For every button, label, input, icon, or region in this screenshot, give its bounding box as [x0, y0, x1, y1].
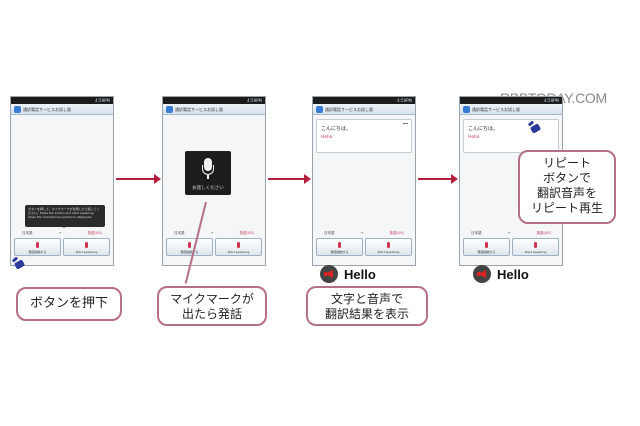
translated-text: Hello — [468, 135, 480, 140]
speak-en-button[interactable]: Start speaking — [215, 238, 262, 256]
speak-jp-button[interactable]: 発話開始する — [316, 238, 363, 256]
target-language[interactable]: 英語(US) — [536, 231, 551, 235]
callout-show-result: 文字と音声で 翻訳結果を表示 — [306, 286, 428, 326]
language-arrow: → — [58, 231, 62, 235]
audio-hello-label: Hello — [497, 267, 529, 282]
status-bar: 4:59PM — [163, 97, 265, 104]
app-title-bar: 通訳電話サービスお試し版 — [460, 104, 562, 115]
language-arrow: → — [360, 231, 364, 235]
app-icon — [316, 106, 323, 113]
language-row: 日本語 → 英語(US) — [166, 231, 262, 237]
app-icon — [463, 106, 470, 113]
mic-icon — [338, 242, 341, 248]
callout-press-button: ボタンを押下 — [16, 287, 122, 321]
speak-button-row: 発話開始する Start speaking — [316, 238, 412, 256]
speak-button-row: 発話開始する Start speaking — [463, 238, 559, 256]
source-language: 日本語 — [471, 231, 482, 235]
mic-icon — [534, 242, 537, 248]
speak-jp-button[interactable]: 発話開始する — [463, 238, 510, 256]
instruction-tooltip: ボタンを押して、マイクマークが出現したら話してください。Press the bu… — [25, 205, 105, 228]
mic-icon — [485, 242, 488, 248]
source-language: 日本語 — [174, 231, 185, 235]
translated-text: Hello — [321, 135, 333, 140]
status-bar: 4:59PM — [11, 97, 113, 104]
status-bar: 4:59PM — [313, 97, 415, 104]
voice-input-dialog: お話しください — [185, 151, 231, 195]
source-language: 日本語 — [22, 231, 33, 235]
speak-button-row: 発話開始する Start speaking — [14, 238, 110, 256]
callout-mic-speak: マイクマークが 出たら発話 — [157, 286, 267, 326]
source-text: こんにちは。 — [321, 126, 352, 132]
language-row: 日本語 → 英語(US) — [14, 231, 110, 237]
microphone-icon — [202, 158, 214, 182]
phone-screen-2: 4:59PM 通訳電話サービスお試し版 お話しください 日本語 → 英語(US)… — [162, 96, 266, 266]
callout-repeat: リピート ボタンで 翻訳音声を リピート再生 — [518, 150, 616, 224]
mic-icon — [36, 242, 39, 248]
target-language[interactable]: 英語(US) — [239, 231, 254, 235]
app-icon — [14, 106, 21, 113]
mic-icon — [387, 242, 390, 248]
language-row: 日本語 → 英語(US) — [316, 231, 412, 237]
app-title: 通訳電話サービスお試し版 — [325, 107, 373, 112]
target-language[interactable]: 英語(US) — [389, 231, 404, 235]
repeat-icon[interactable] — [403, 123, 408, 126]
mic-icon — [85, 242, 88, 248]
speak-jp-button[interactable]: 発話開始する — [14, 238, 61, 256]
app-title-bar: 通訳電話サービスお試し版 — [163, 104, 265, 115]
language-arrow: → — [210, 231, 214, 235]
app-title-bar: 通訳電話サービスお試し版 — [313, 104, 415, 115]
source-text: こんにちは。 — [468, 126, 499, 132]
speak-en-button[interactable]: Start speaking — [365, 238, 412, 256]
hand-pointer-icon — [11, 256, 28, 270]
app-title: 通訳電話サービスお試し版 — [472, 107, 520, 112]
speaker-icon — [320, 265, 338, 283]
translation-card: こんにちは。 Hello — [463, 119, 559, 153]
dialog-text: お話しください — [192, 186, 224, 191]
flow-arrow-1 — [116, 174, 161, 184]
app-title: 通訳電話サービスお試し版 — [175, 107, 223, 112]
mic-icon — [188, 242, 191, 248]
speak-en-button[interactable]: Start speaking — [512, 238, 559, 256]
language-row: 日本語 → 英語(US) — [463, 231, 559, 237]
flow-arrow-2 — [268, 174, 311, 184]
phone-screen-1: 4:59PM 通訳電話サービスお試し版 ボタンを押して、マイクマークが出現したら… — [10, 96, 114, 266]
source-language: 日本語 — [324, 231, 335, 235]
mic-icon — [237, 242, 240, 248]
speak-button-row: 発話開始する Start speaking — [166, 238, 262, 256]
phone-screen-3: 4:59PM 通訳電話サービスお試し版 こんにちは。 Hello 日本語 → 英… — [312, 96, 416, 266]
language-arrow: → — [507, 231, 511, 235]
audio-hello-label: Hello — [344, 267, 376, 282]
repeat-hand-icon — [527, 120, 544, 134]
app-title-bar: 通訳電話サービスお試し版 — [11, 104, 113, 115]
app-icon — [166, 106, 173, 113]
flow-arrow-3 — [418, 174, 458, 184]
status-bar: 4:59PM — [460, 97, 562, 104]
speaker-icon — [473, 265, 491, 283]
speak-jp-button[interactable]: 発話開始する — [166, 238, 213, 256]
app-title: 通訳電話サービスお試し版 — [23, 107, 71, 112]
speak-en-button[interactable]: Start speaking — [63, 238, 110, 256]
target-language[interactable]: 英語(US) — [87, 231, 102, 235]
translation-card: こんにちは。 Hello — [316, 119, 412, 153]
